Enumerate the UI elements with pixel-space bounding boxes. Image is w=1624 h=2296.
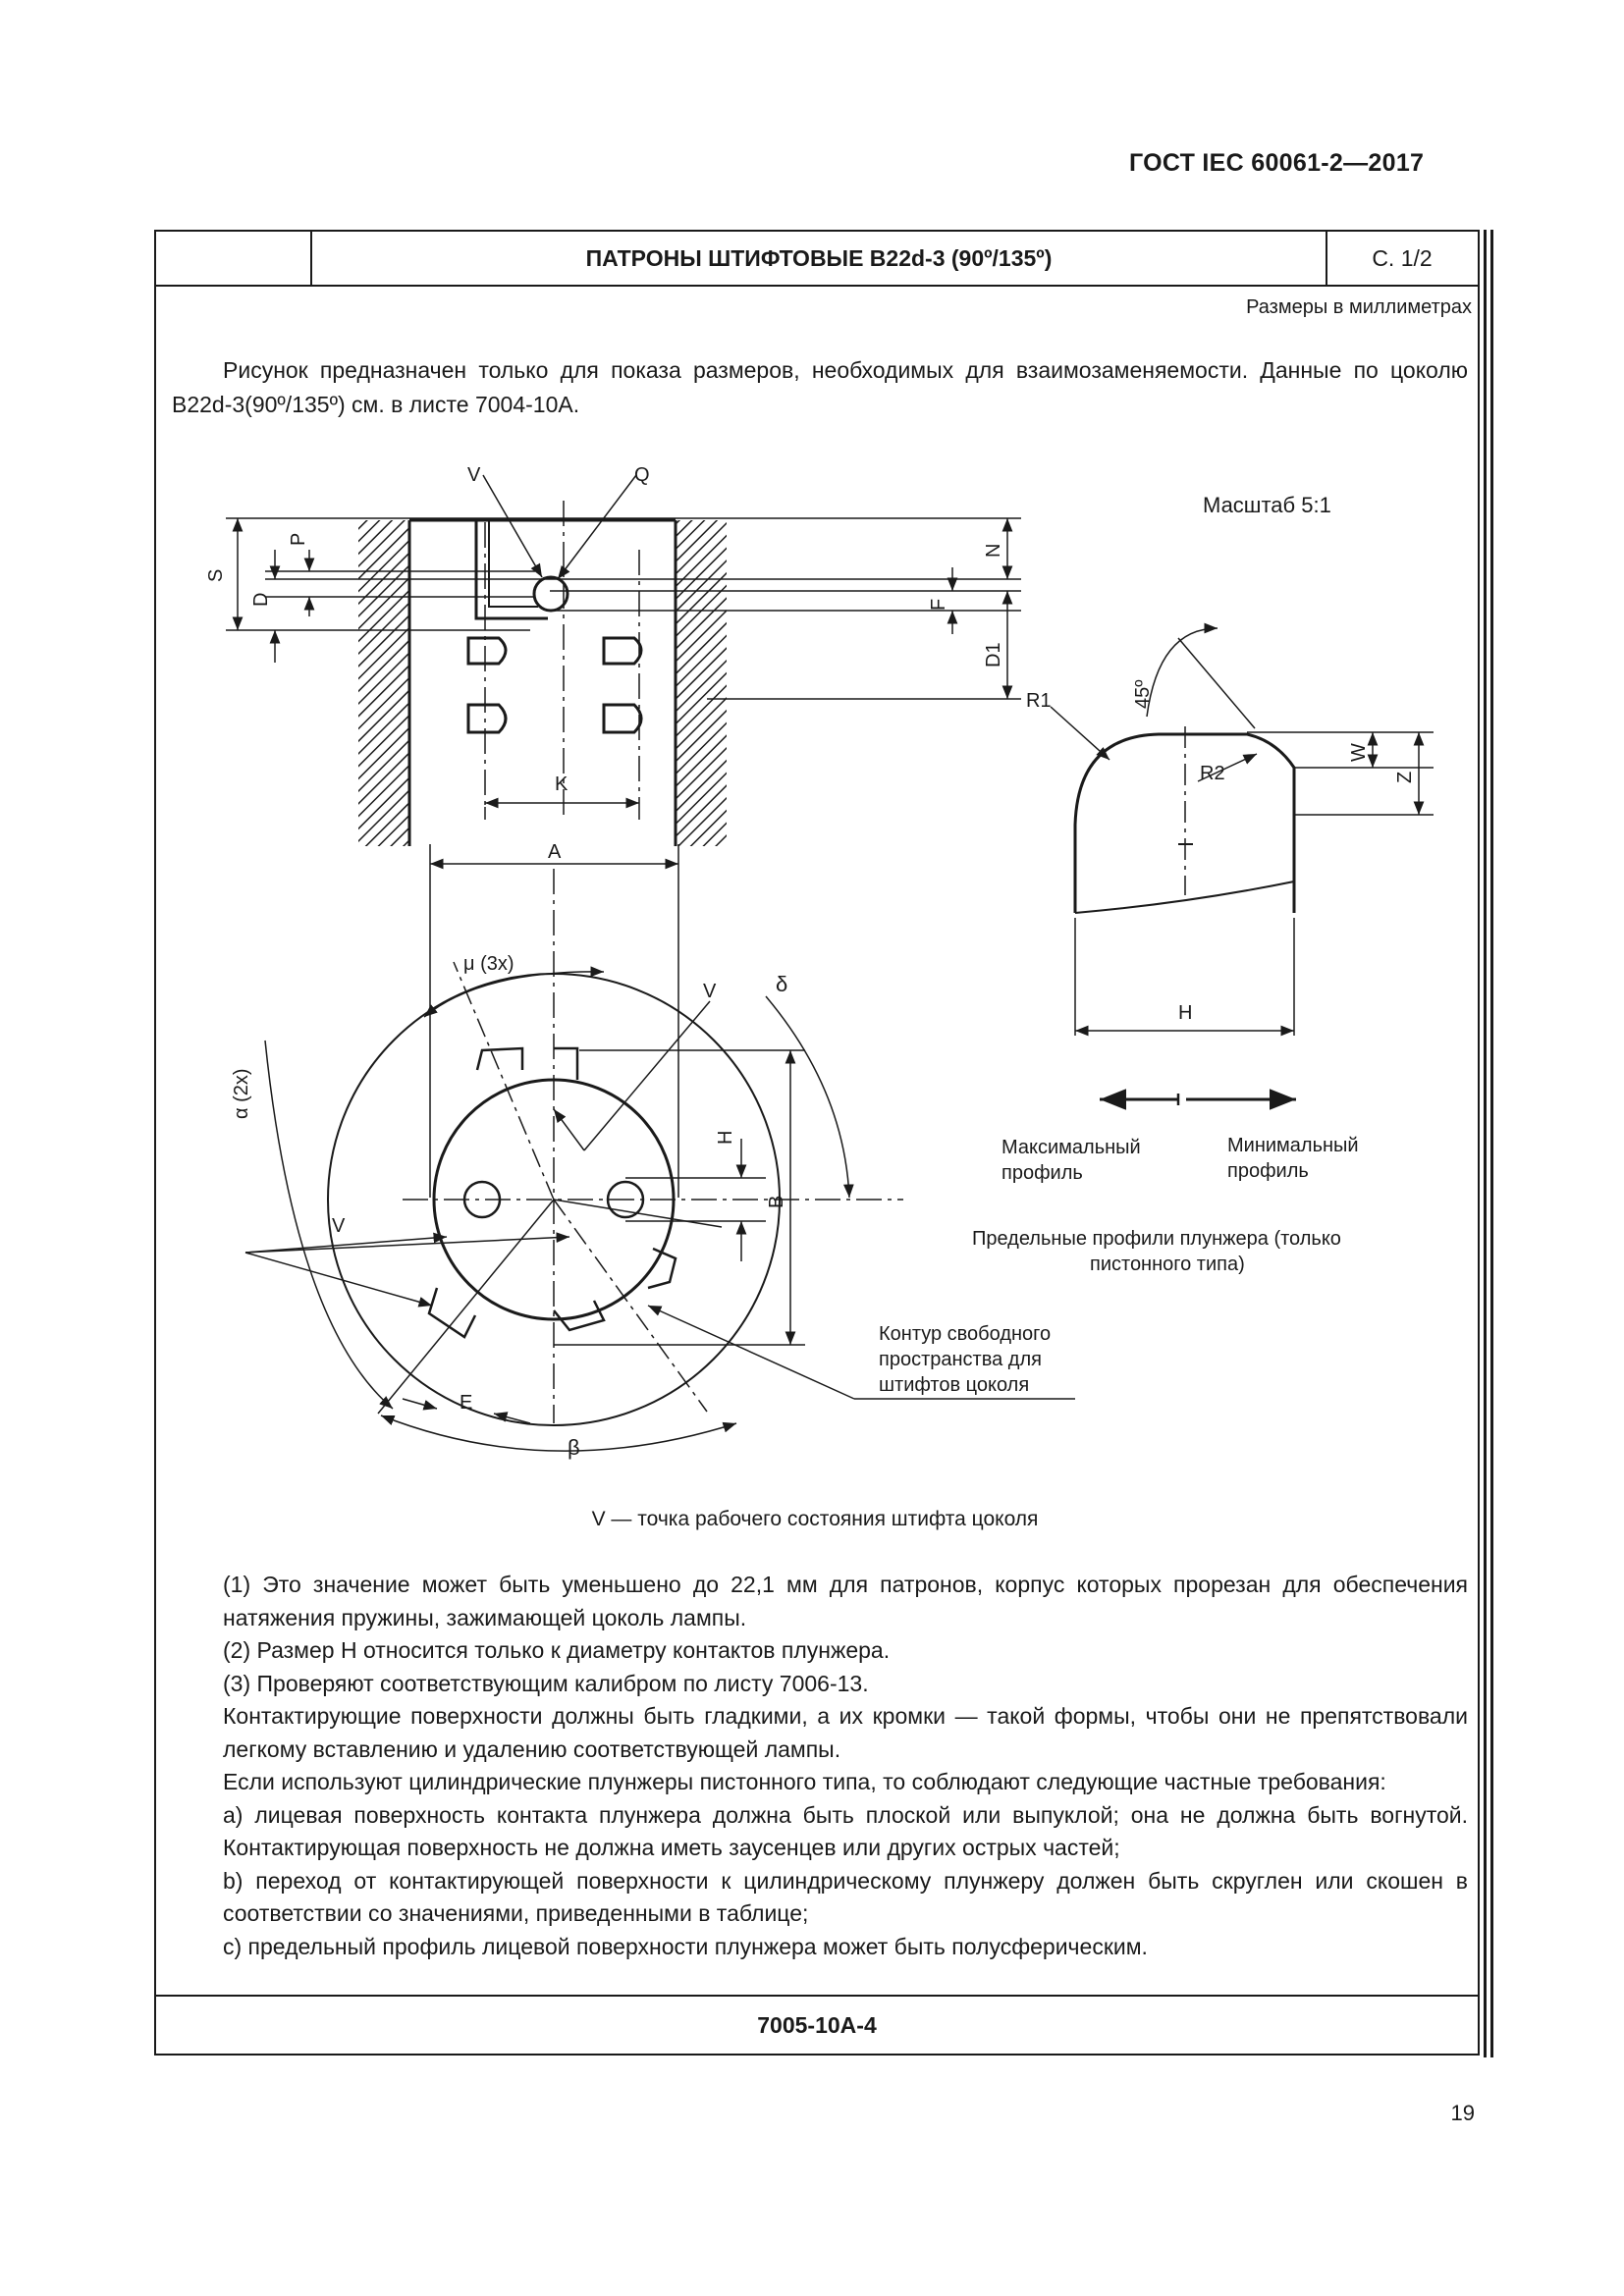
notes-section: (1) Это значение может быть уменьшено до…	[172, 1569, 1468, 1963]
header-divider	[156, 285, 1478, 287]
intro-text: Рисунок предназначен только для показа р…	[172, 357, 1468, 417]
label-F: F	[928, 599, 949, 611]
holder-section-view	[226, 474, 1021, 846]
note-2: (2) Размер H относится только к диаметру…	[223, 1637, 891, 1663]
label-V-left: V	[332, 1215, 346, 1237]
page-number: 19	[1450, 2101, 1475, 2125]
label-E: E	[460, 1392, 472, 1414]
sheet-code: 7005-10А-4	[757, 2012, 877, 2038]
label-K: K	[555, 774, 568, 795]
sheet-frame	[154, 230, 1480, 2056]
figure-caption: V — точка рабочего состояния штифта цоко…	[591, 1508, 1039, 1530]
min-profile-line1: Минимальный	[1227, 1135, 1359, 1156]
label-D1: D1	[983, 642, 1004, 667]
max-profile-line1: Максимальный	[1001, 1137, 1141, 1158]
free-space-line1: Контур свободного	[879, 1323, 1051, 1345]
note-item-b: b) переход от контактирующей поверхности…	[223, 1867, 1468, 1927]
label-mu: μ (3x)	[463, 953, 514, 975]
document-id: ГОСТ IEC 60061-2—2017	[1129, 149, 1425, 177]
label-V-plan: V	[703, 981, 717, 1002]
limit-profiles-line2: пистонного типа)	[1090, 1254, 1245, 1275]
free-space-line3: штифтов цоколя	[879, 1374, 1029, 1396]
label-B: B	[766, 1196, 787, 1208]
min-profile-line2: профиль	[1227, 1160, 1309, 1182]
label-D: D	[250, 593, 272, 607]
max-profile-line2: профиль	[1001, 1162, 1083, 1184]
sheet-title: ПАТРОНЫ ШТИФТОВЫЕ B22d-3 (90º/135º)	[585, 245, 1053, 271]
note-plunger-requirements: Если используют цилиндрические плунжеры …	[223, 1769, 1386, 1794]
note-item-a: a) лицевая поверхность контакта плунжера…	[223, 1801, 1468, 1861]
label-A: A	[548, 841, 562, 863]
limit-profiles-line1: Предельные профили плунжера (только	[972, 1228, 1341, 1250]
label-N: N	[983, 544, 1004, 558]
footer-divider	[156, 1995, 1478, 1997]
label-W: W	[1348, 743, 1370, 762]
label-beta: β	[568, 1435, 580, 1460]
note-contact-surfaces: Контактирующие поверхности должны быть г…	[223, 1703, 1468, 1762]
label-R1: R1	[1026, 690, 1052, 712]
free-space-line2: пространства для	[879, 1349, 1042, 1370]
header-cell-divider	[1326, 232, 1327, 285]
holder-plan-view	[244, 844, 1075, 1452]
label-Z: Z	[1394, 772, 1416, 783]
header-cell-divider	[310, 232, 312, 285]
note-3: (3) Проверяют соответствующим калибром п…	[223, 1670, 869, 1696]
label-P: P	[288, 533, 309, 546]
sheet-number: С. 1/2	[1372, 245, 1433, 271]
label-Q: Q	[634, 464, 650, 486]
note-item-c: c) предельный профиль лицевой поверхност…	[223, 1933, 1148, 1959]
frame-edge-line	[1490, 230, 1493, 2057]
label-R2: R2	[1200, 763, 1225, 784]
label-45: 45º	[1132, 679, 1154, 709]
technical-drawing: V Q S P D N F D1 K Масштаб 5:1	[205, 464, 1434, 1460]
label-H-plan: H	[715, 1131, 736, 1145]
frame-edge-line	[1484, 230, 1487, 2057]
note-1: (1) Это значение может быть уменьшено до…	[223, 1572, 1468, 1630]
plunger-profile-view	[1050, 622, 1434, 1110]
label-V-top: V	[467, 464, 481, 486]
label-alpha: α (2x)	[231, 1068, 252, 1119]
intro-paragraph: Рисунок предназначен только для показа р…	[172, 353, 1468, 422]
label-delta: δ	[776, 972, 787, 996]
label-S: S	[205, 569, 227, 582]
scale-label: Масштаб 5:1	[1203, 493, 1331, 517]
label-H-profile: H	[1178, 1002, 1192, 1024]
units-note: Размеры в миллиметрах	[1246, 296, 1472, 318]
